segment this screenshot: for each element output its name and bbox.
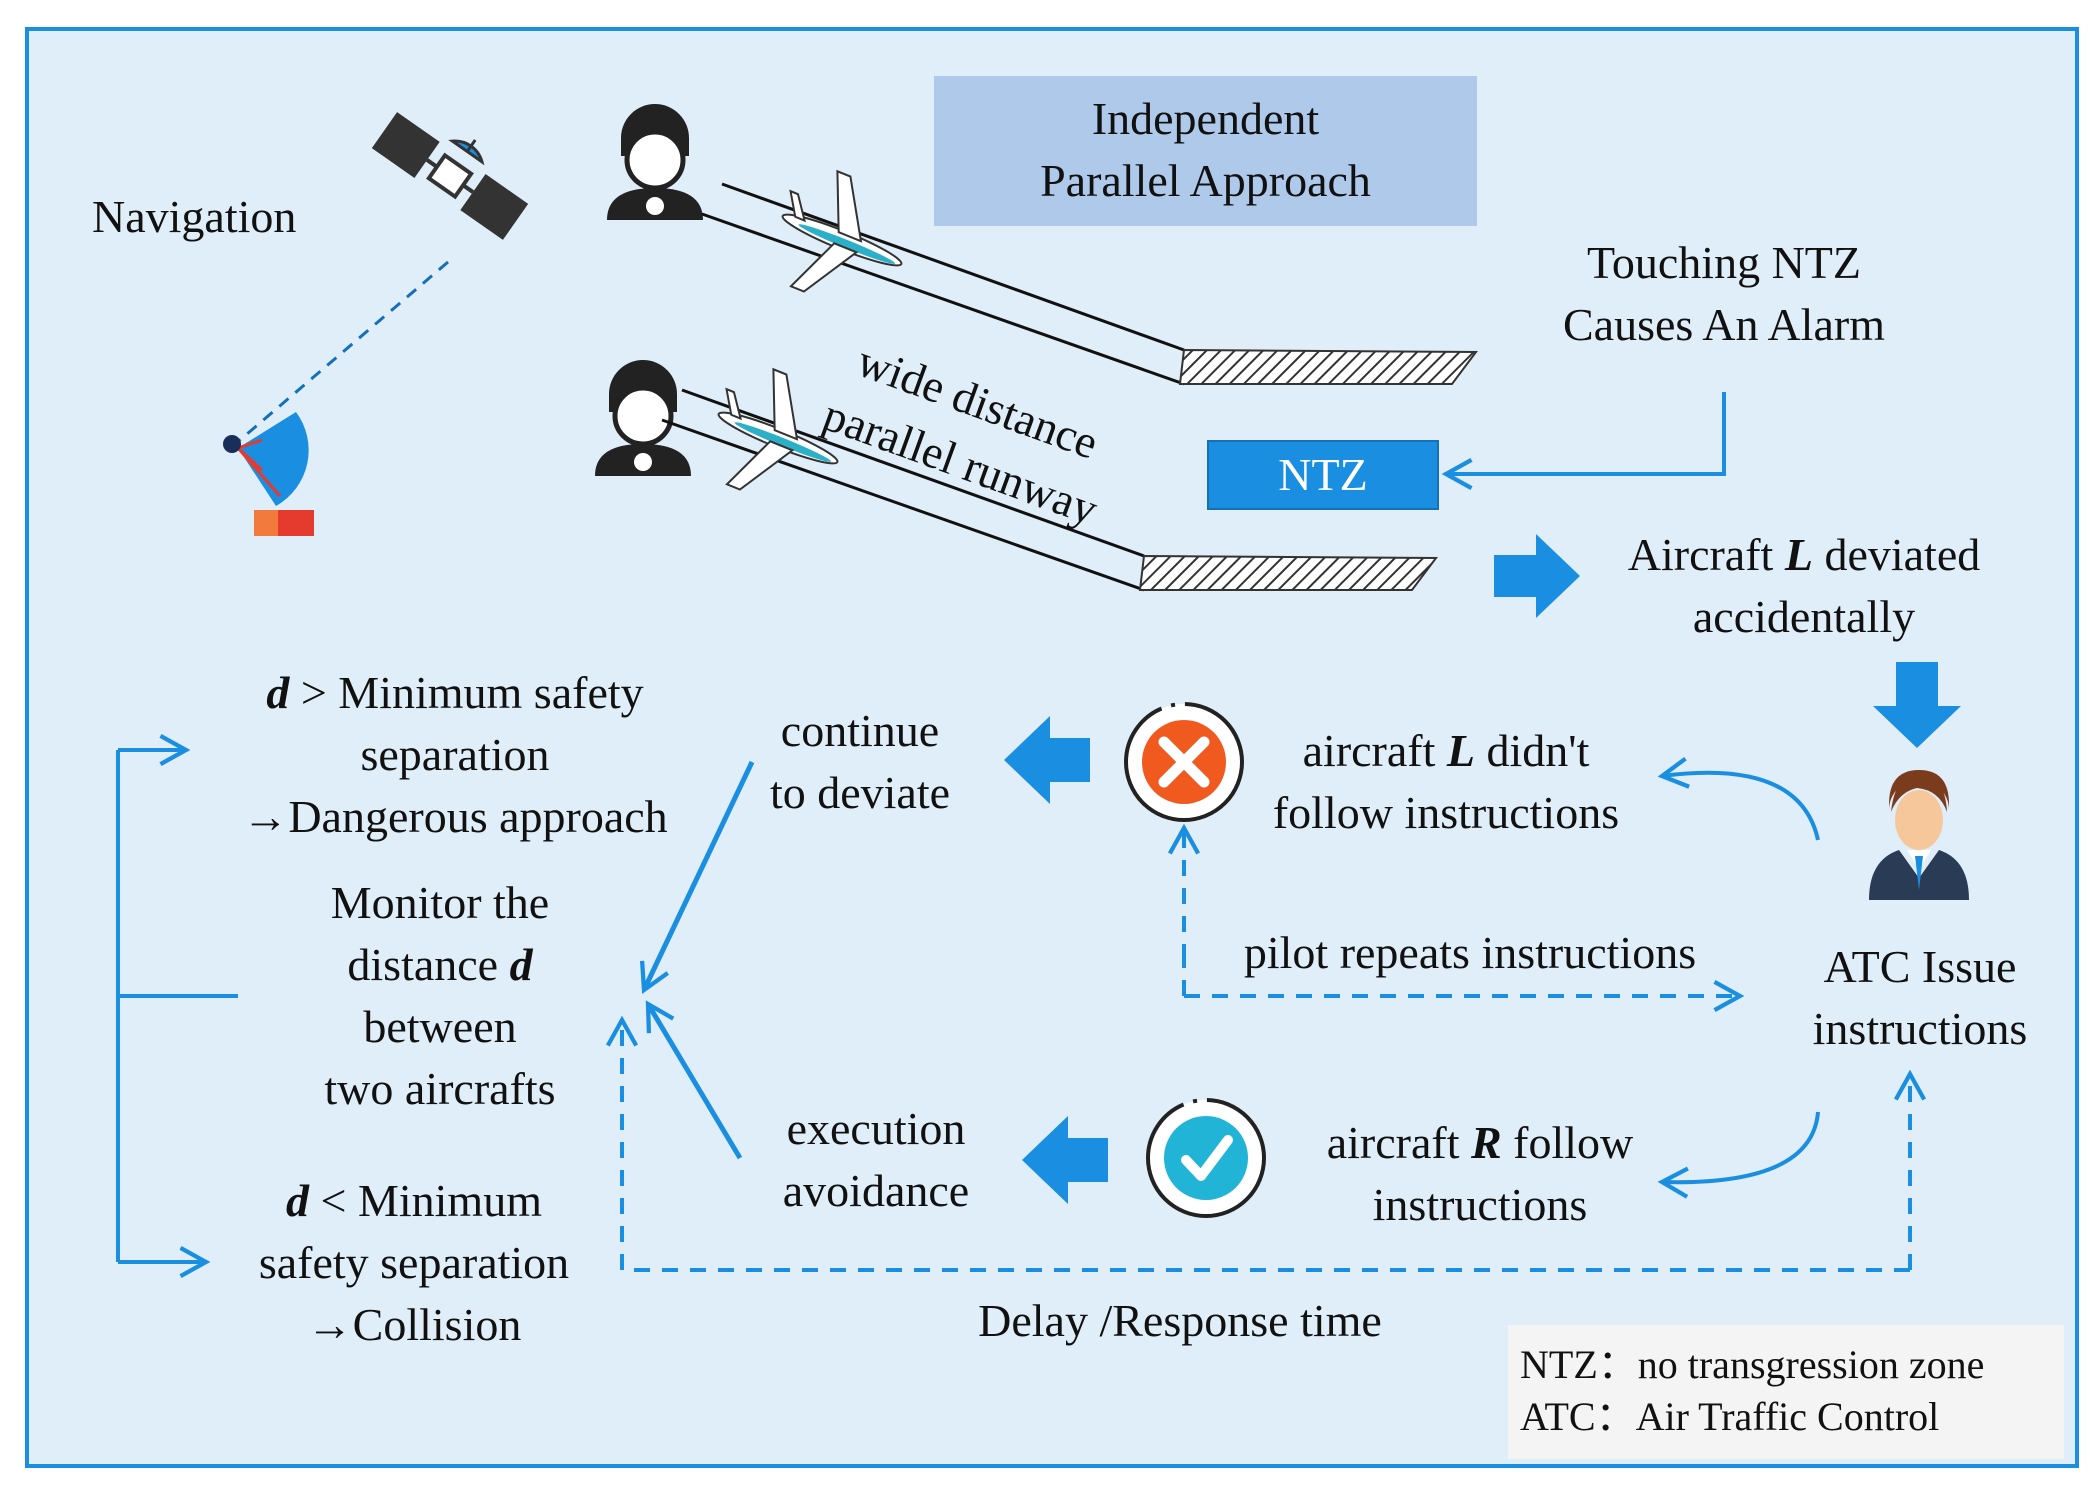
block-arrow-down: [1873, 662, 1961, 748]
block-arrow-left-bottom: [1022, 1116, 1108, 1204]
satellite-link: [239, 260, 449, 442]
deviated-line-1: Aircraft L deviated: [1627, 529, 1981, 580]
monitor-line-3: between: [363, 1001, 517, 1052]
alarm-line-1: Touching NTZ: [1586, 237, 1861, 288]
atc-controller-icon: [1869, 770, 1969, 900]
fail-x-icon: [1124, 702, 1244, 822]
avoidance-line-1: execution: [786, 1103, 966, 1154]
avoidance-line-2: avoidance: [782, 1165, 970, 1216]
delay-dashed-to-monitor: [605, 1015, 1910, 1272]
legend-line-1: NTZ：no transgression zone: [1520, 1342, 1985, 1387]
block-arrow-left-top: [1004, 716, 1090, 804]
deviated-line-2: accidentally: [1692, 591, 1916, 642]
continue-to-monitor-arrow: [639, 760, 755, 994]
pilot-bottom-icon: [595, 360, 691, 476]
less-line-3: →Collision: [306, 1299, 522, 1350]
navigation-label: Navigation: [92, 191, 297, 242]
greater-line-2: separation: [360, 729, 550, 780]
aircraft-bottom-icon: [717, 367, 839, 491]
pilot-top-icon: [607, 104, 703, 220]
title-box: Independent Parallel Approach: [934, 76, 1477, 226]
aircraft-top-icon: [781, 169, 903, 293]
alarm-line-2: Causes An Alarm: [1563, 299, 1885, 350]
not-follow-line-1: aircraft L didn't: [1302, 725, 1590, 776]
success-check-icon: [1146, 1098, 1266, 1218]
title-line-1: Independent: [1091, 93, 1320, 144]
title-line-2: Parallel Approach: [1040, 155, 1371, 206]
ntz-box: NTZ: [1207, 440, 1439, 510]
follow-line-1: aircraft R follow: [1326, 1117, 1634, 1168]
greater-line-3: →Dangerous approach: [242, 791, 668, 842]
less-line-2: safety separation: [258, 1237, 570, 1288]
atc-line-1: ATC Issue: [1823, 941, 2017, 992]
block-arrow-right: [1494, 534, 1580, 618]
atc-line-2: instructions: [1812, 1003, 2028, 1054]
atc-to-not-follow-arrow: [1657, 756, 1820, 841]
satellite-icon: [371, 112, 529, 240]
repeat-label: pilot repeats instructions: [1243, 927, 1697, 978]
continue-line-2: to deviate: [769, 767, 951, 818]
ntz-label: NTZ: [1278, 449, 1368, 500]
less-line-1: d < Minimum: [286, 1175, 542, 1226]
monitor-line-2: distance d: [347, 939, 533, 990]
radar-dish-icon: [223, 412, 314, 536]
follow-line-2: instructions: [1372, 1179, 1588, 1230]
monitor-line-4: two aircrafts: [324, 1063, 556, 1114]
continue-line-1: continue: [780, 705, 940, 756]
avoidance-to-monitor-arrow: [645, 1000, 743, 1160]
legend-box: NTZ：no transgression zone ATC：Air Traffi…: [1508, 1325, 2064, 1459]
delay-label: Delay /Response time: [978, 1295, 1382, 1346]
legend-line-2: ATC：Air Traffic Control: [1520, 1394, 1940, 1439]
alarm-to-ntz-arrow: [1441, 392, 1726, 491]
atc-to-follow-arrow: [1657, 1111, 1820, 1199]
monitor-line-1: Monitor the: [330, 877, 550, 928]
runway-bottom: [661, 388, 1438, 592]
not-follow-line-2: follow instructions: [1272, 787, 1620, 838]
greater-line-1: d > Minimum safety: [266, 667, 644, 718]
